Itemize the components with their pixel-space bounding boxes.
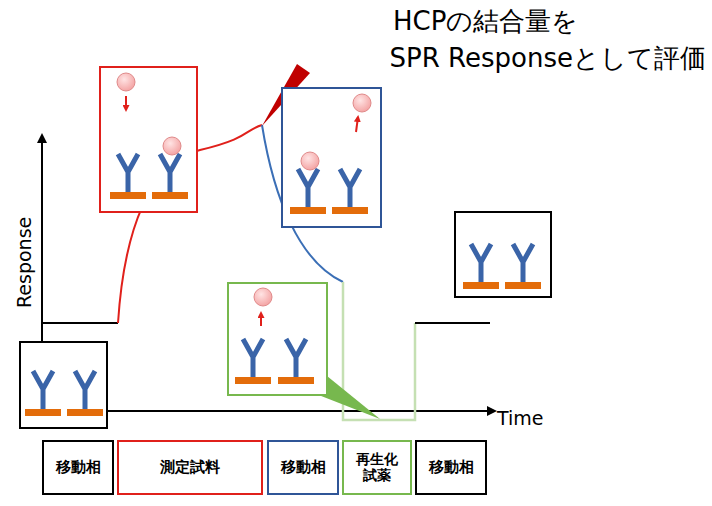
phase-box: 測定試料	[117, 440, 263, 495]
phase-box: 再生化 試薬	[342, 440, 412, 495]
phase-label: 再生化 試薬	[347, 452, 407, 483]
phase-box: 移動相	[415, 440, 487, 495]
callout-text: SPR Responseとして評価	[390, 43, 706, 74]
axis-label: Response	[14, 216, 37, 307]
phase-box: 移動相	[42, 440, 114, 495]
callout-text: HCPの結合量を	[393, 6, 578, 37]
phase-label: 移動相	[56, 459, 101, 476]
phase-box: 移動相	[267, 440, 339, 495]
axis-label: Time	[497, 407, 544, 430]
phase-label: 測定試料	[160, 459, 220, 476]
phase-label: 移動相	[281, 459, 326, 476]
phase-label: 移動相	[429, 459, 474, 476]
